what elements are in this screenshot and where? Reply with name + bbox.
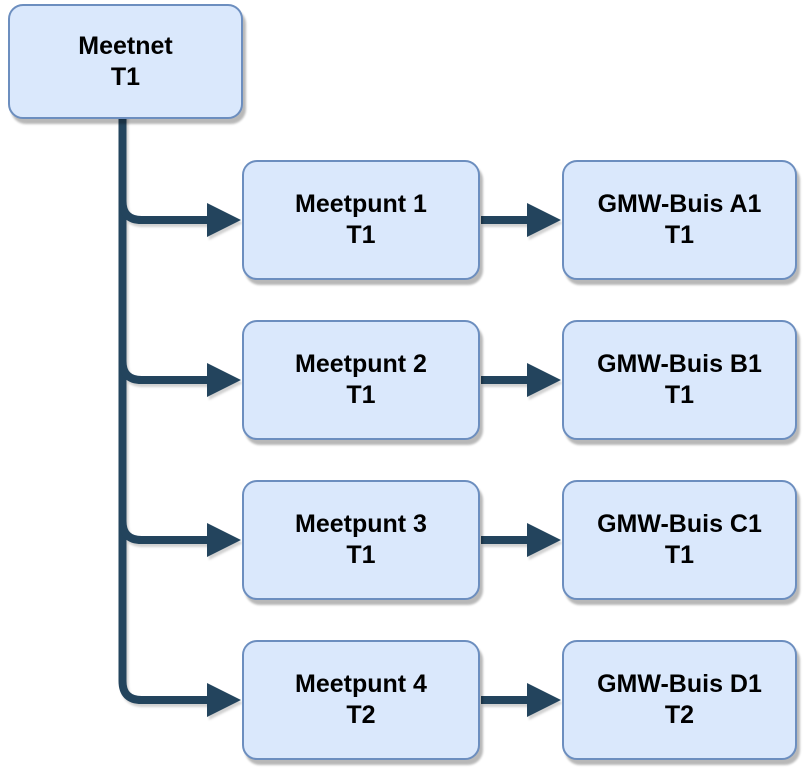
node-gmw-buis-b1: GMW-Buis B1 T1 — [562, 320, 797, 440]
node-generation: T2 — [346, 701, 376, 729]
arrowhead-to-gmw-d1 — [527, 683, 561, 717]
trunk-connector — [118, 110, 209, 704]
node-generation: T1 — [664, 221, 695, 249]
node-generation: T1 — [346, 381, 376, 409]
node-generation: T2 — [664, 701, 695, 729]
arrowhead-to-gmw-a1 — [527, 203, 561, 237]
node-meetpunt-1: Meetpunt 1 T1 — [242, 160, 480, 280]
node-generation: T1 — [110, 62, 141, 91]
node-generation: T1 — [346, 541, 376, 569]
arrowhead-to-gmw-c1 — [527, 523, 561, 557]
node-label: GMW-Buis D1 — [597, 670, 762, 698]
arrowhead-to-meetpunt-4 — [207, 683, 241, 717]
node-meetnet: Meetnet T1 — [8, 4, 243, 119]
node-generation: T1 — [346, 221, 376, 249]
node-label: Meetpunt 3 — [295, 510, 427, 538]
node-meetpunt-4: Meetpunt 4 T2 — [242, 640, 480, 760]
node-label: Meetnet — [78, 31, 173, 60]
node-meetpunt-3: Meetpunt 3 T1 — [242, 480, 480, 600]
node-label: GMW-Buis A1 — [597, 190, 762, 218]
node-generation: T1 — [664, 381, 695, 409]
node-meetpunt-2: Meetpunt 2 T1 — [242, 320, 480, 440]
node-generation: T1 — [664, 541, 695, 569]
branch-connector-meetpunt-3 — [118, 520, 209, 544]
node-gmw-buis-a1: GMW-Buis A1 T1 — [562, 160, 797, 280]
node-label: Meetpunt 4 — [295, 670, 427, 698]
branch-connector-meetpunt-1 — [118, 200, 209, 224]
node-label: GMW-Buis B1 — [597, 350, 762, 378]
arrowhead-to-meetpunt-1 — [207, 203, 241, 237]
arrowhead-to-gmw-b1 — [527, 363, 561, 397]
node-gmw-buis-d1: GMW-Buis D1 T2 — [562, 640, 797, 760]
arrowhead-to-meetpunt-3 — [207, 523, 241, 557]
node-gmw-buis-c1: GMW-Buis C1 T1 — [562, 480, 797, 600]
arrowhead-to-meetpunt-2 — [207, 363, 241, 397]
node-label: Meetpunt 2 — [295, 350, 427, 378]
node-label: Meetpunt 1 — [295, 190, 427, 218]
node-label: GMW-Buis C1 — [597, 510, 762, 538]
branch-connector-meetpunt-2 — [118, 360, 209, 384]
